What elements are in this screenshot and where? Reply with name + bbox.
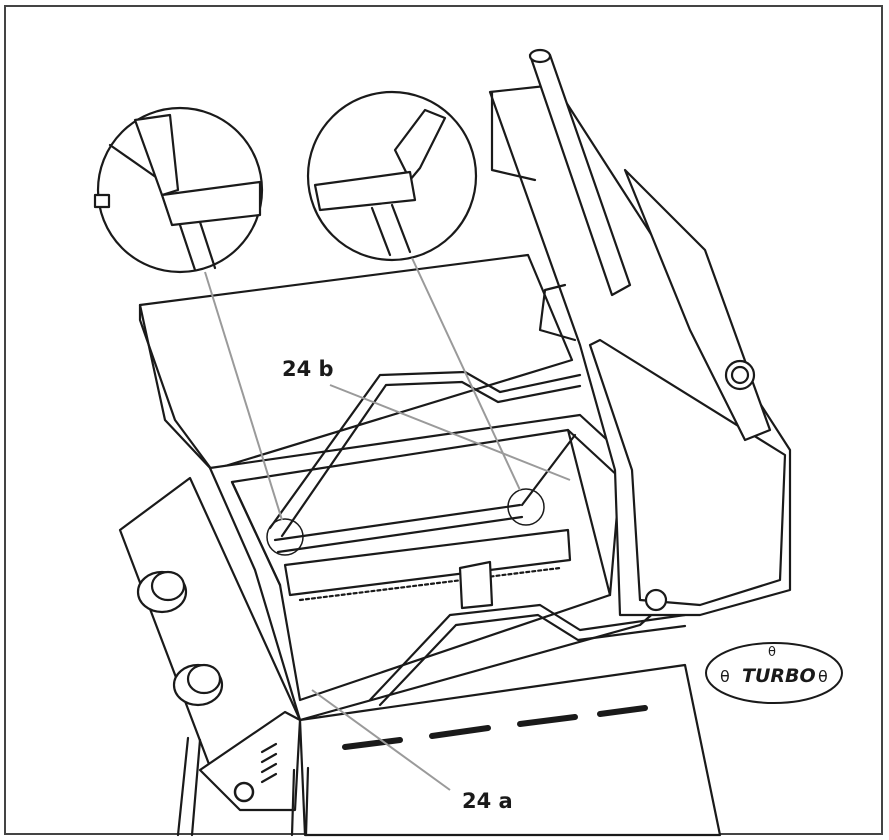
turbo-badge-symbol-right: θ xyxy=(818,667,828,686)
front-panel xyxy=(298,663,722,837)
detail-leader-right xyxy=(411,257,521,491)
left-side-shelf xyxy=(138,253,574,472)
legs xyxy=(176,736,310,837)
leader-24b xyxy=(329,384,571,481)
control-knob-top[interactable] xyxy=(136,570,188,614)
highlight-circle-right xyxy=(507,488,545,526)
turbo-badge-symbol-top: θ xyxy=(768,645,776,660)
burner xyxy=(283,528,572,610)
callout-label-24b: 24 b xyxy=(282,357,334,381)
front-bracket xyxy=(368,603,687,707)
turbo-badge: TURBO θ θ θ xyxy=(705,642,843,704)
leader-24a xyxy=(311,689,451,791)
turbo-badge-text: TURBO xyxy=(742,665,816,687)
highlight-circle-left xyxy=(266,518,304,556)
control-panel xyxy=(118,476,302,812)
lid xyxy=(488,83,792,617)
turbo-badge-symbol-left: θ xyxy=(720,667,730,686)
detail-view-left xyxy=(93,106,264,274)
lid-handle[interactable] xyxy=(528,48,632,297)
callout-label-24a: 24 a xyxy=(462,789,513,813)
control-knob-bottom[interactable] xyxy=(172,663,224,707)
detail-leader-left xyxy=(204,271,283,521)
detail-view-right xyxy=(306,90,478,262)
